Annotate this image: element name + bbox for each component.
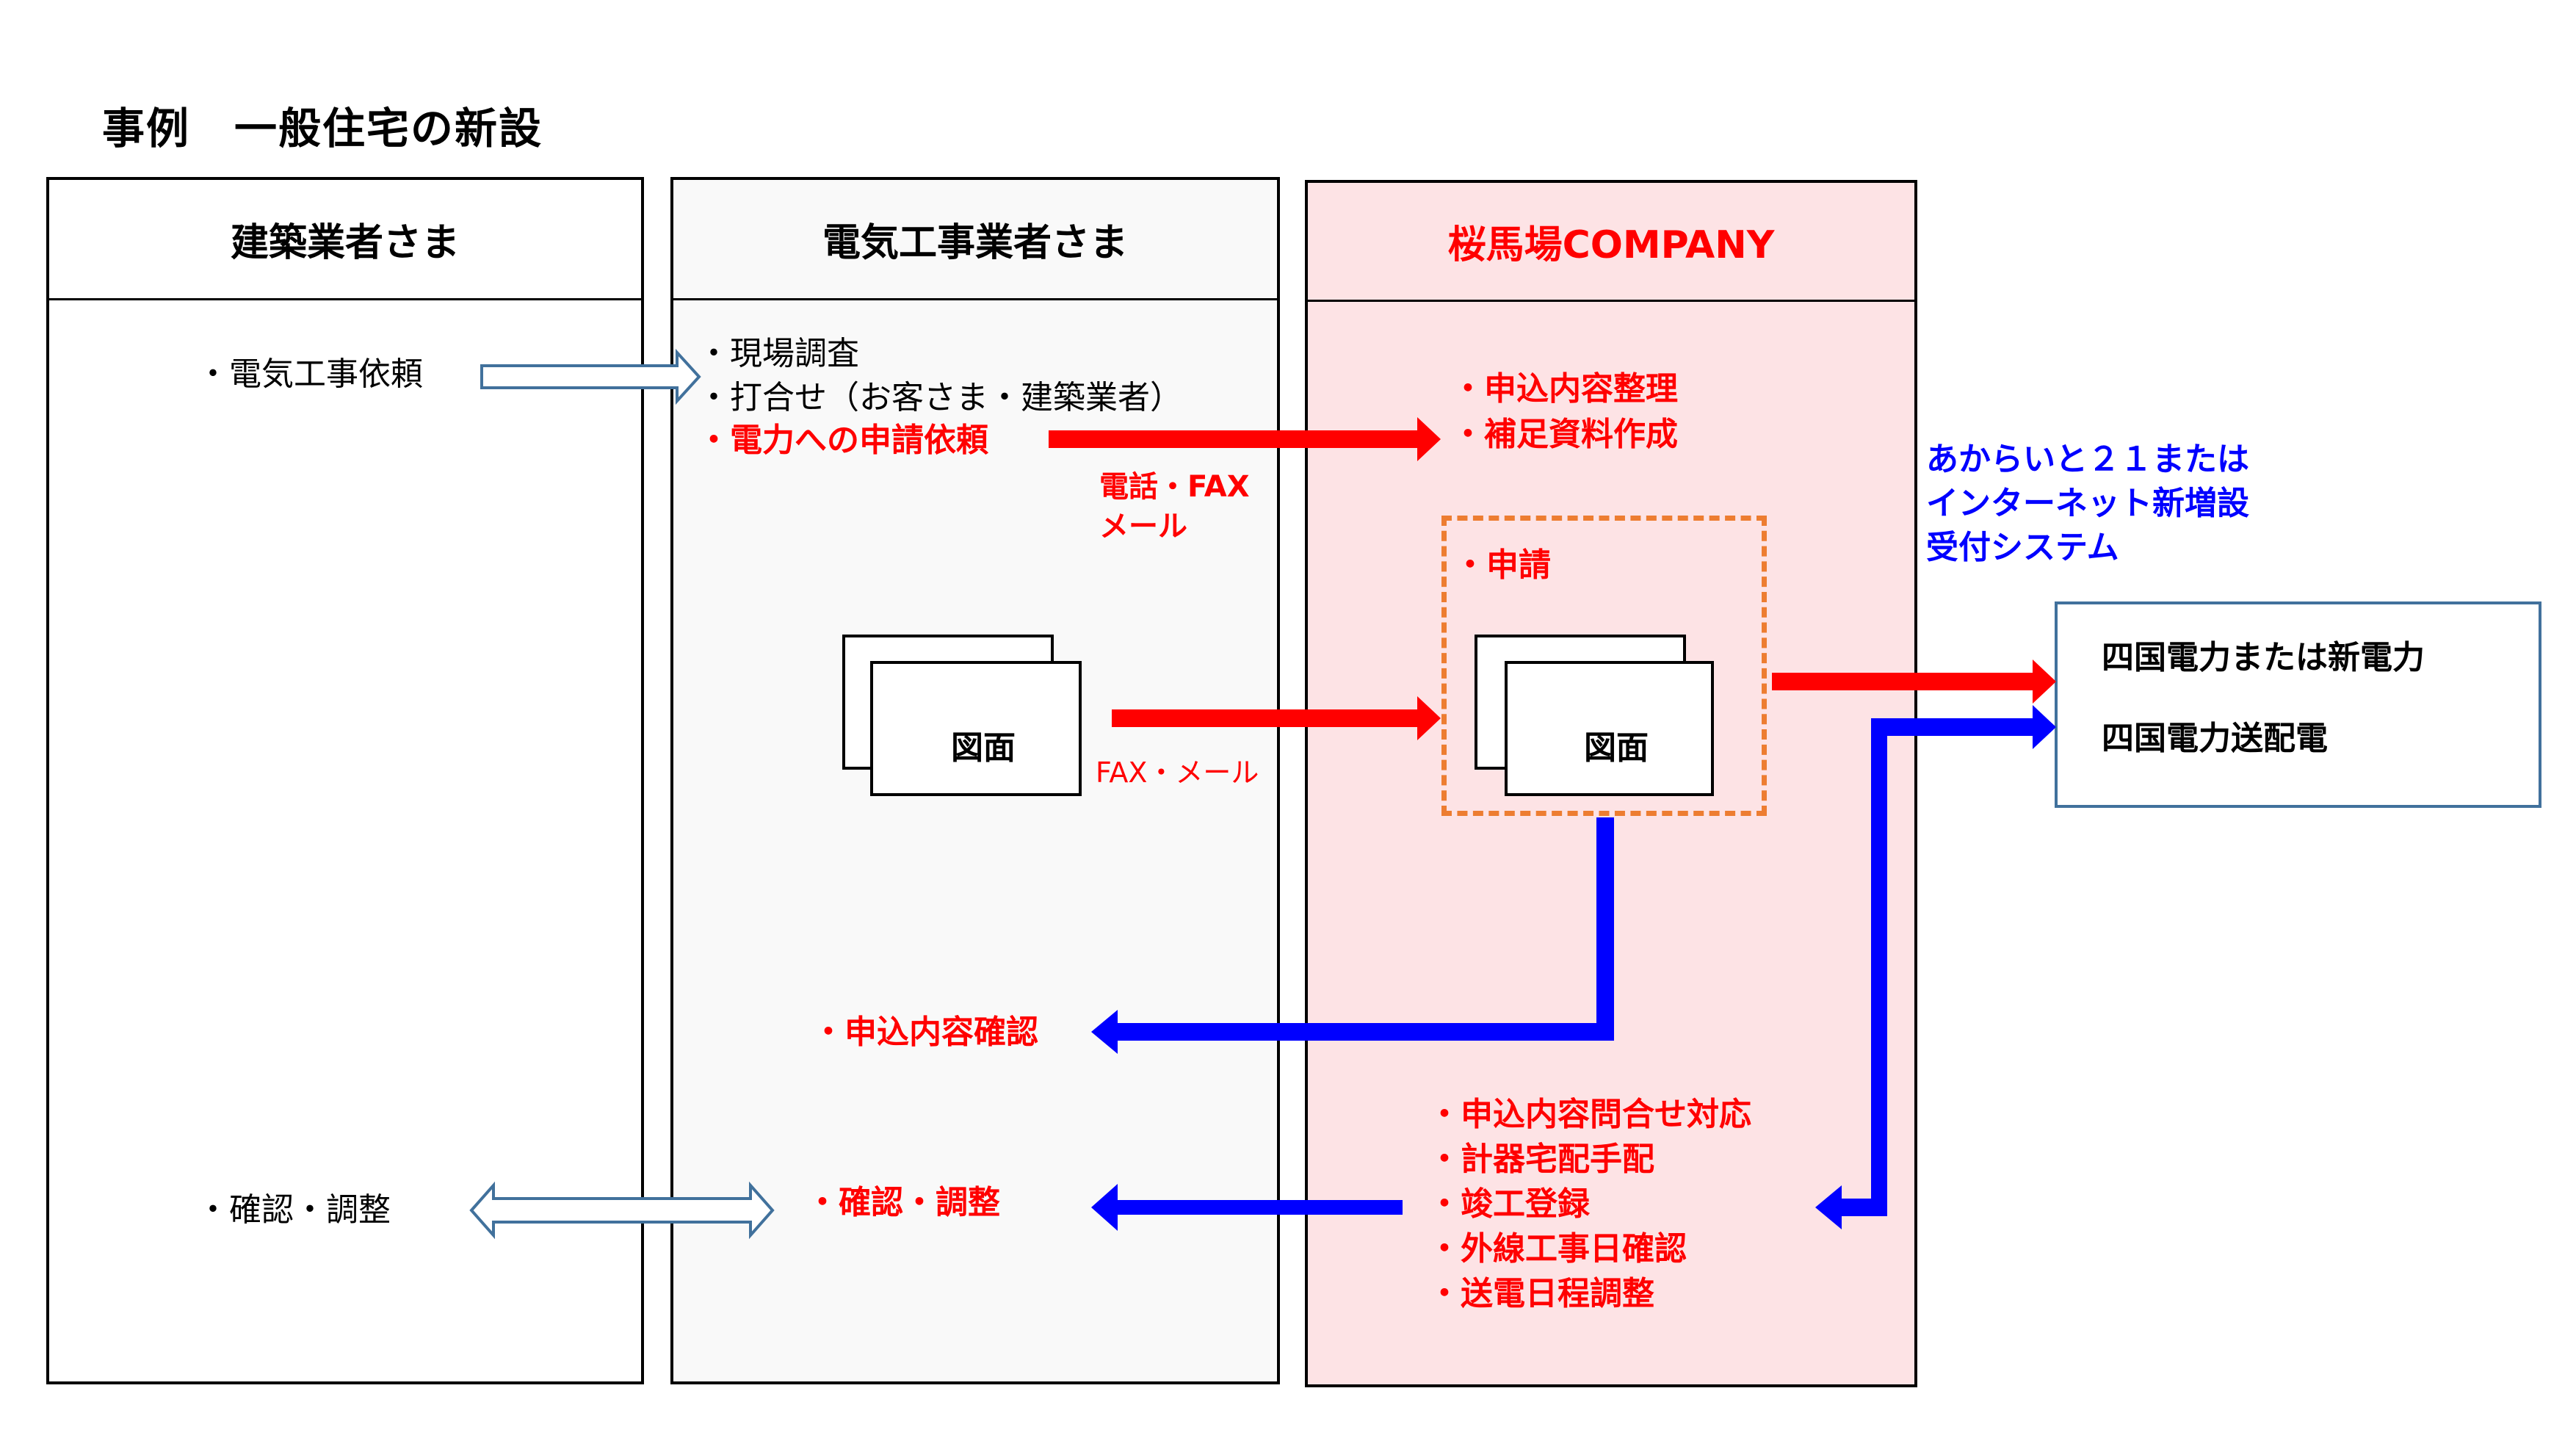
system-note-line-1: あからいと２１または — [1926, 441, 2249, 478]
utility-line-1: 四国電力または新電力 — [2102, 639, 2425, 676]
electrician-content-confirm: ・申込内容確認 — [812, 1013, 1038, 1051]
electrician-lane-header: 電気工事業者さま — [673, 180, 1277, 300]
application-group — [1441, 516, 1767, 816]
company-lane-header: 桜馬場COMPANY — [1308, 183, 1914, 302]
drawing-label: 図面 — [951, 729, 1016, 767]
company-followup-1: ・計器宅配手配 — [1428, 1141, 1654, 1178]
company-followup-2: ・竣工登録 — [1428, 1185, 1590, 1223]
contact-method-mail: メール — [1099, 510, 1187, 543]
company-application: ・申請 — [1454, 546, 1551, 584]
company-followup-3: ・外線工事日確認 — [1428, 1230, 1687, 1268]
company-drawing-label: 図面 — [1584, 729, 1649, 767]
system-note-line-2: インターネット新増設 — [1926, 485, 2249, 522]
utility-line-2: 四国電力送配電 — [2102, 720, 2328, 757]
company-task-supplement: ・補足資料作成 — [1452, 416, 1678, 453]
electrician-task-power-request: ・電力への申請依頼 — [698, 422, 988, 459]
company-followup-4: ・送電日程調整 — [1428, 1275, 1654, 1312]
builder-lane-header: 建築業者さま — [49, 180, 641, 300]
system-note-line-3: 受付システム — [1926, 529, 2119, 566]
builder-lane-title: 建築業者さま — [230, 221, 460, 265]
contact-method-phone-fax: 電話・FAX — [1099, 470, 1250, 504]
page-title: 事例 一般住宅の新設 — [102, 104, 543, 153]
drawing-doc-front: 図面 — [870, 661, 1082, 796]
electrician-task-survey: ・現場調査 — [698, 335, 859, 372]
company-followup-0: ・申込内容問合せ対応 — [1428, 1096, 1751, 1133]
electrician-task-meeting: ・打合せ（お客さま・建築業者） — [698, 379, 1182, 416]
utility-box — [2055, 601, 2541, 808]
company-drawing-doc-front: 図面 — [1505, 661, 1714, 796]
builder-confirm-text: ・確認・調整 — [197, 1191, 391, 1229]
electrician-confirm-adjust: ・確認・調整 — [806, 1184, 1000, 1221]
electrician-lane-title: 電気工事業者さま — [822, 221, 1128, 265]
company-task-organize: ・申込内容整理 — [1452, 370, 1678, 408]
builder-request-text: ・電気工事依頼 — [197, 355, 423, 393]
drawing-send-method: FAX・メール — [1096, 756, 1259, 789]
company-lane-title: 桜馬場COMPANY — [1447, 223, 1775, 267]
